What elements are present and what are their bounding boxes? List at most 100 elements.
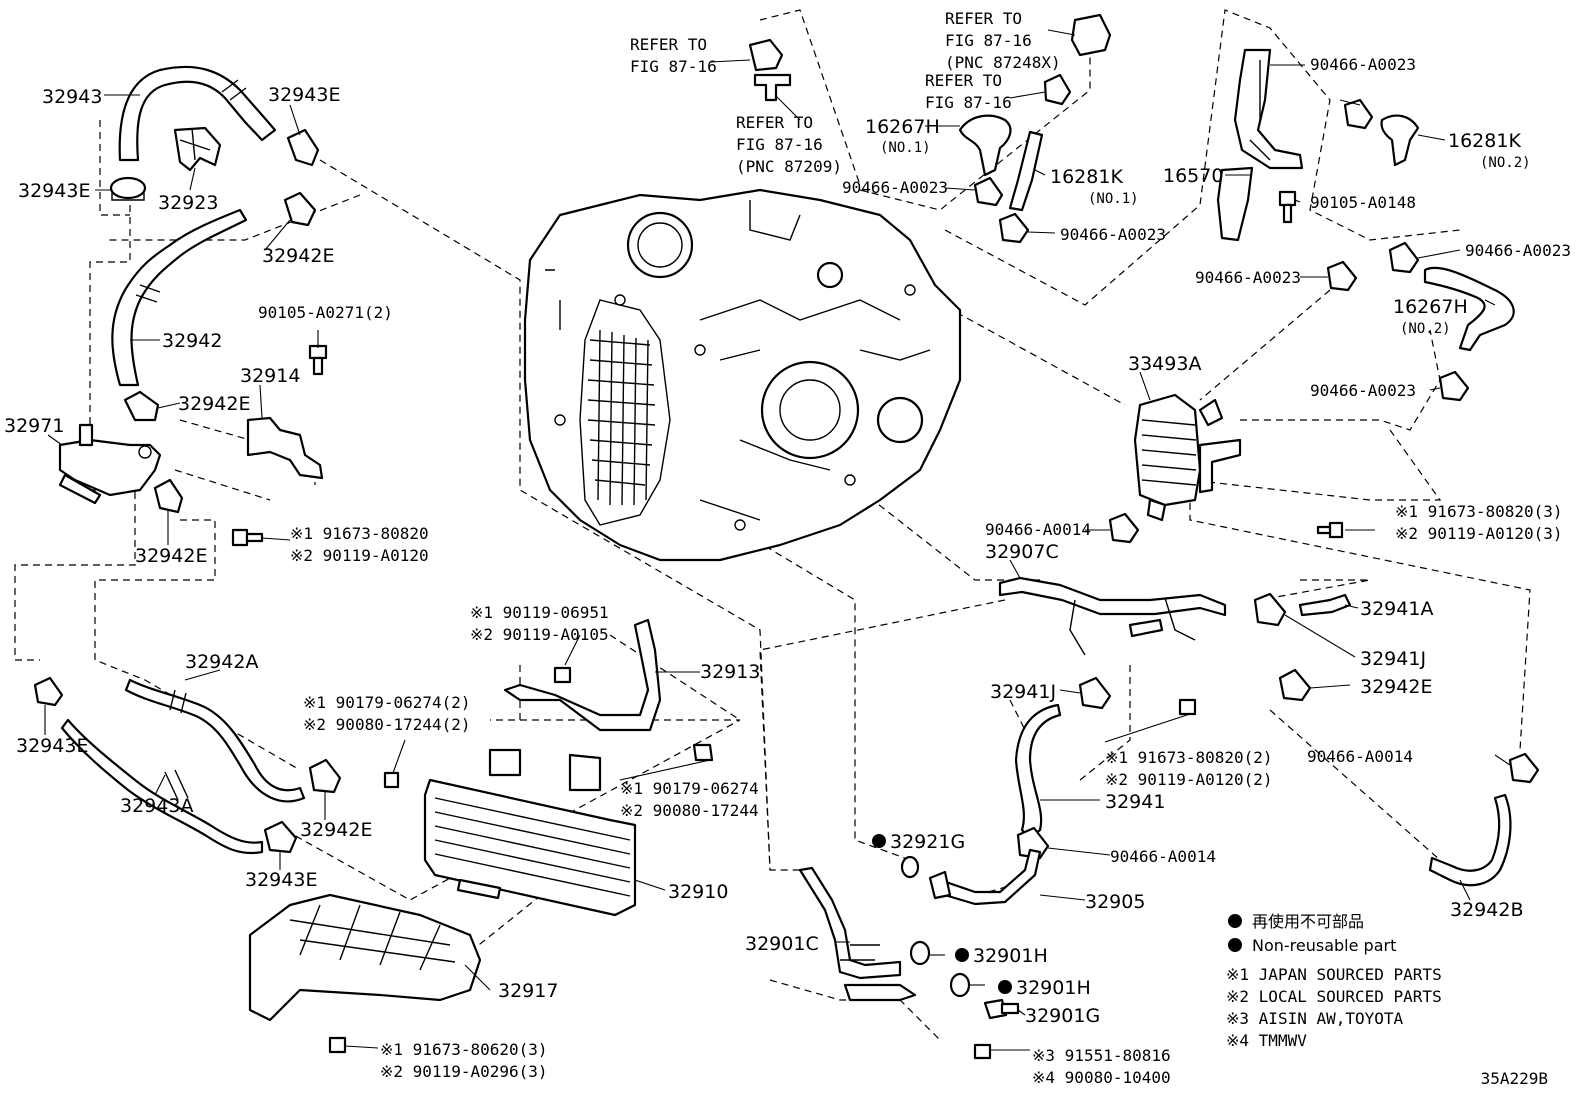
label-32942E-d: 32942E (300, 819, 372, 841)
label-90466-A0023-c: 90466-A0023 (1310, 55, 1416, 74)
refer-2-line3: (PNC 87209) (736, 157, 842, 176)
label-32913: 32913 (700, 661, 760, 683)
label-16281K-no2-sub: (NO.2) (1480, 155, 1531, 171)
leader-lines (44, 29, 1511, 1051)
label-16267H-no2: 16267H (1393, 296, 1468, 318)
clip-32943E-c (33, 676, 64, 707)
label-16267H-no2-sub: (NO.2) (1400, 321, 1451, 337)
hose-32941 (1014, 703, 1062, 840)
label-32917: 32917 (498, 980, 558, 1002)
bracket-32913 (503, 618, 662, 732)
label-32943E-left: 32943E (18, 180, 90, 202)
oil-pan-grid (587, 329, 656, 506)
label-32943E-d: 32943E (245, 869, 317, 891)
note-bottom-2: ※4 90080-10400 (1032, 1068, 1171, 1087)
hose-16281K-no1 (1008, 130, 1044, 212)
sourced-part-notes: ※1 91673-80820(3) ※2 90119-A0120(3) ※1 9… (290, 502, 1563, 1087)
dashed-guide-lines (14, 9, 1531, 1041)
pipe-assembly-32971 (58, 423, 162, 505)
clip-90466-A0023-f (1438, 370, 1470, 402)
hose-32942A (124, 678, 306, 803)
label-32921G: 32921G (890, 831, 965, 853)
bolt-90179-06274-2 (383, 771, 400, 789)
legend-nonreusable-jp: 再使用不可部品 (1252, 912, 1364, 931)
bolt-bottom-91551 (973, 1043, 992, 1060)
note-nut-1: ※1 90179-06274 (620, 779, 759, 798)
washer-32901H-a (909, 940, 931, 966)
note-32913-2: ※2 90119-A0105 (470, 625, 609, 644)
label-16281K-no1-sub: (NO.1) (1088, 191, 1139, 207)
under-cover-32917 (248, 893, 482, 1022)
label-32901H-b: 32901H (1016, 977, 1091, 999)
label-32923: 32923 (158, 192, 218, 214)
bolt-90105-A0148 (1278, 190, 1297, 224)
union-refer-top (1070, 13, 1112, 57)
label-32941J-b: 32941J (990, 681, 1056, 703)
label-32910: 32910 (668, 881, 728, 903)
clip-90466-A0014-b (1016, 826, 1050, 860)
pipe-32905 (928, 848, 1042, 906)
clip-90466-A0023-c (1343, 98, 1374, 130)
nut-90179-06274 (692, 743, 714, 762)
note-top-right-2: ※2 90119-A0120(3) (1395, 524, 1563, 543)
label-16267H-no1-sub: (NO.1) (880, 140, 931, 156)
pipe-32901C (798, 866, 917, 1002)
hose-16267H-no2 (1423, 266, 1515, 352)
label-90466-A0014-c: 90466-A0014 (1307, 747, 1413, 766)
label-90466-A0023-e: 90466-A0023 (1195, 268, 1301, 287)
label-90105-A0148: 90105-A0148 (1310, 193, 1416, 212)
label-32901H-a: 32901H (973, 945, 1048, 967)
clip-refer-fig (1043, 73, 1072, 106)
clip-90466-A0014-c (1508, 752, 1540, 784)
non-reusable-dot-32901H-a (955, 948, 969, 962)
clip-90466-A0023-b (998, 212, 1030, 244)
note-bolt2-1: ※1 90179-06274(2) (303, 693, 471, 712)
label-16570: 16570 (1163, 165, 1223, 187)
label-32901G: 32901G (1025, 1005, 1100, 1027)
bolt-90105-A0271 (308, 344, 328, 376)
non-reusable-dot-32901H-b (998, 980, 1012, 994)
hose-32942B (1428, 793, 1512, 887)
label-90466-A0023-b: 90466-A0023 (1060, 225, 1166, 244)
refer-2-line1: REFER TO (736, 113, 813, 132)
label-32942E-e: 32942E (1360, 676, 1432, 698)
label-32901C: 32901C (745, 933, 819, 955)
note-32917-2: ※2 90119-A0296(3) (380, 1062, 548, 1081)
clip-32942E-a (283, 191, 317, 227)
label-90105-A0271: 90105-A0271(2) (258, 303, 393, 322)
bolt-917 (328, 1036, 347, 1054)
clip-32942E-d (308, 758, 342, 794)
hose-16281K-no2 (1380, 114, 1420, 167)
oil-cooler-32910 (423, 748, 637, 917)
clip-90466-A0023-e (1326, 260, 1358, 292)
bolt-right-91673 (1316, 521, 1344, 539)
hose-32943A (60, 718, 264, 855)
note-mid-2: ※2 90119-A0120(2) (1105, 770, 1273, 789)
label-32942A: 32942A (185, 651, 258, 673)
cooler-33493A (1133, 393, 1242, 522)
refer-3-line2: FIG 87-16 (945, 31, 1032, 50)
clip-32941J-b (1078, 676, 1112, 710)
note-bottom-1: ※3 91551-80816 (1032, 1046, 1171, 1065)
clip-32943E-d (263, 820, 298, 854)
legend-dot-jp (1228, 914, 1242, 928)
refer-3-line1: REFER TO (945, 9, 1022, 28)
label-90466-A0014-a: 90466-A0014 (985, 520, 1091, 539)
note-32917-1: ※1 91673-80620(3) (380, 1040, 548, 1059)
label-33493A: 33493A (1128, 353, 1201, 375)
clip-32942E-c (153, 478, 184, 514)
note-left-2: ※2 90119-A0120 (290, 546, 429, 565)
note-mid-1: ※1 91673-80820(2) (1105, 748, 1273, 767)
washer-32901H-b (949, 972, 971, 998)
clip-32942E-e (1278, 668, 1312, 702)
hose-32943 (118, 65, 277, 162)
figure-code: 35A229B (1481, 1069, 1548, 1088)
label-32907C: 32907C (985, 541, 1059, 563)
label-32943E-c: 32943E (16, 735, 88, 757)
bracket-32914 (246, 416, 324, 480)
label-16267H-no1: 16267H (865, 116, 940, 138)
label-32971: 32971 (4, 415, 64, 437)
clip-32942E-b (123, 390, 160, 422)
note-32913-1: ※1 90119-06951 (470, 603, 609, 622)
